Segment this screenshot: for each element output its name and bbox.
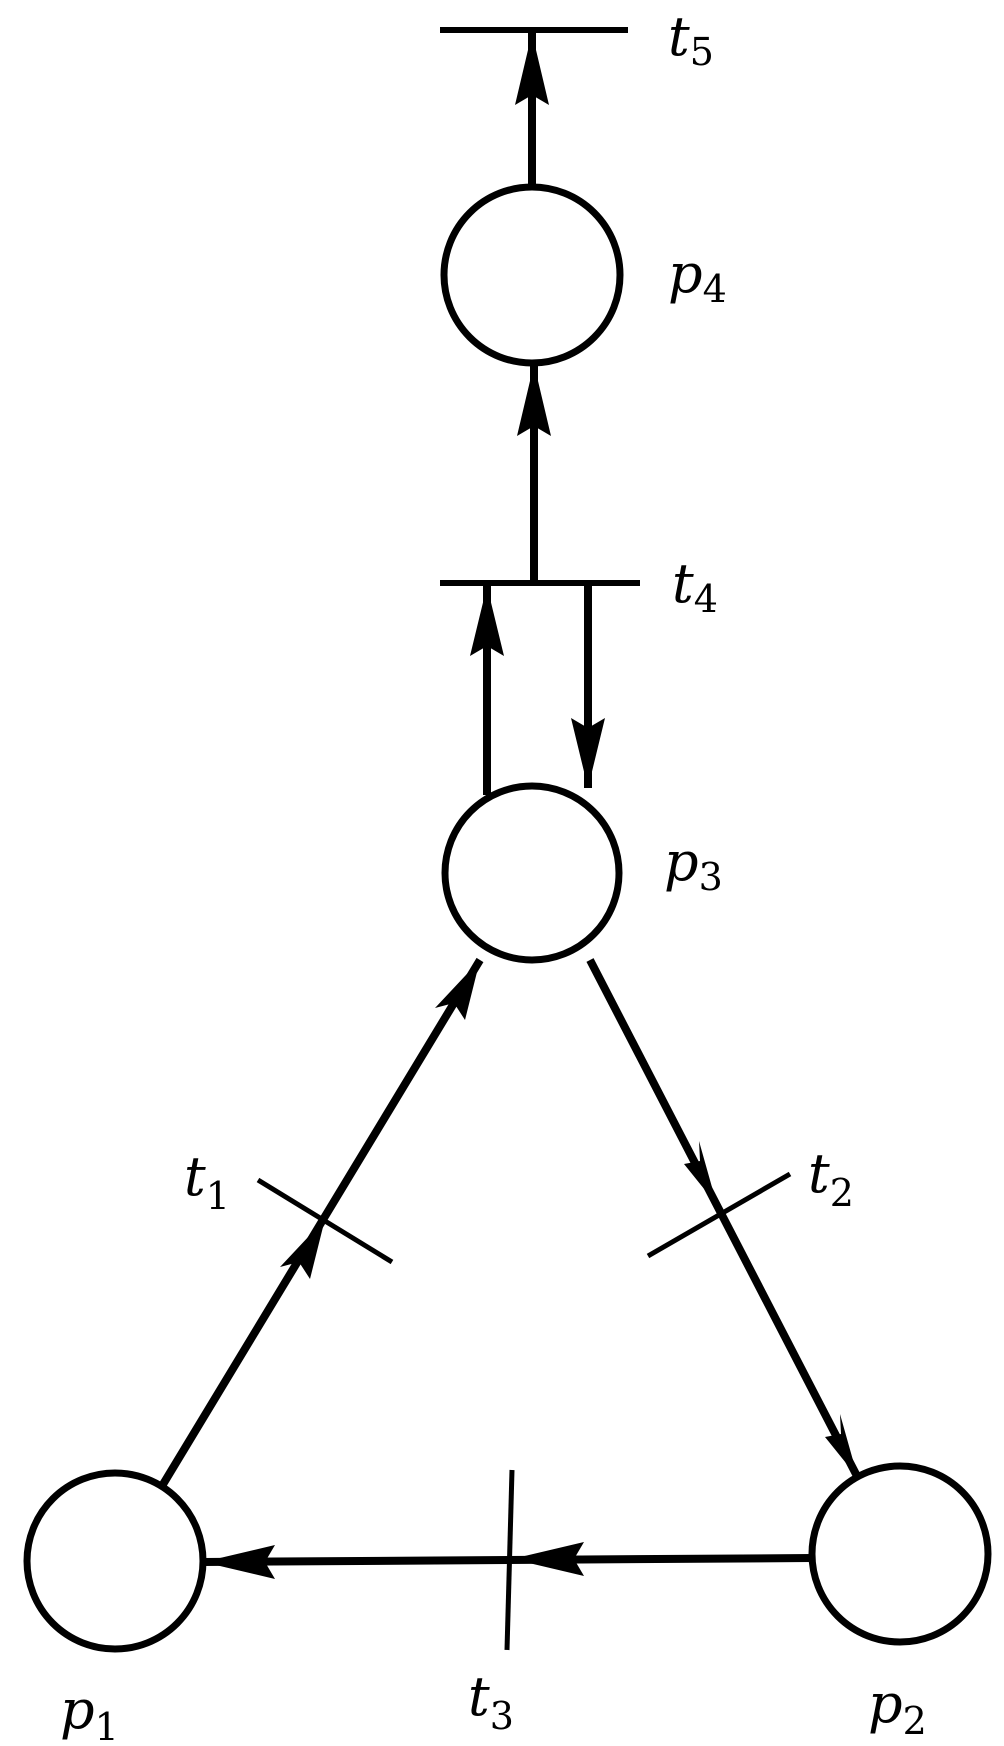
place-p1 bbox=[23, 1469, 207, 1653]
arrowhead-t2-p2 bbox=[825, 1414, 858, 1478]
arc-p3-p2-via-t2 bbox=[586, 958, 862, 1480]
label-p2: p2 bbox=[868, 1672, 927, 1743]
arrowhead-p4-t5 bbox=[515, 33, 549, 105]
label-t3: t3 bbox=[468, 1665, 514, 1738]
place-p4 bbox=[440, 183, 624, 367]
label-t2: t2 bbox=[808, 1142, 854, 1215]
label-p4: p4 bbox=[668, 242, 727, 311]
arrowhead-t4-p3 bbox=[571, 718, 605, 788]
label-p3: p3 bbox=[664, 830, 723, 899]
arc-p1-p3-via-t1 bbox=[158, 957, 484, 1489]
arrowhead-p3-t4 bbox=[470, 586, 504, 656]
arrowhead-t1-p3 bbox=[435, 960, 480, 1020]
label-t1: t1 bbox=[184, 1145, 230, 1218]
arc-p2-p1-via-t3 bbox=[202, 1554, 813, 1566]
label-t5: t5 bbox=[668, 5, 714, 74]
arrowhead-t4-p4 bbox=[517, 364, 551, 436]
arrowhead-p1-t1 bbox=[280, 1219, 325, 1279]
arrowhead-t3-p1 bbox=[203, 1545, 275, 1579]
arrowhead-p2-t3 bbox=[512, 1542, 584, 1576]
label-p1: p1 bbox=[60, 1678, 119, 1746]
arrowhead-p3-t2 bbox=[684, 1141, 717, 1205]
place-p2 bbox=[808, 1462, 992, 1646]
label-t4: t4 bbox=[672, 552, 718, 621]
place-p3 bbox=[441, 782, 623, 964]
